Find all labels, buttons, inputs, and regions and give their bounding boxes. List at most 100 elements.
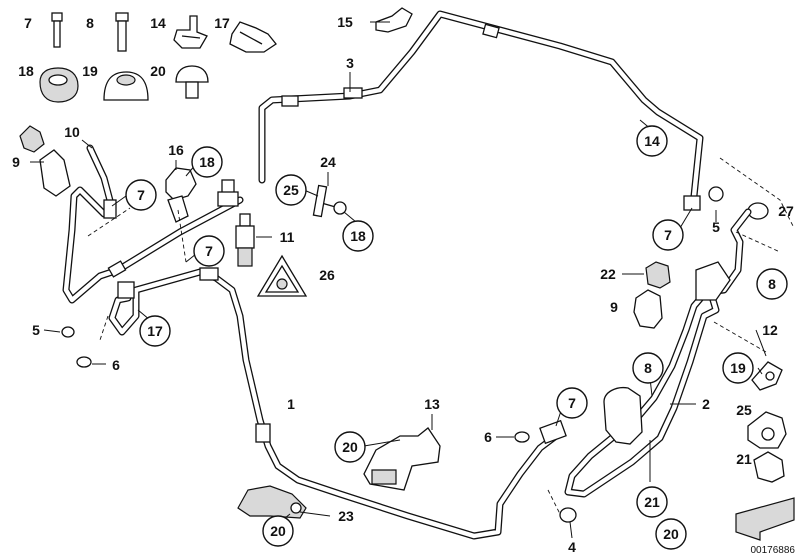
pipe-connector-3c [482,23,500,39]
label-p23: 23 [338,508,354,524]
svg-text:19: 19 [730,360,746,376]
clip-part-14 [173,15,208,49]
callout-c8a: 8 [756,268,788,300]
svg-text:7: 7 [664,227,672,243]
callout-c8b: 8 [632,352,664,384]
label-p15: 15 [337,14,353,30]
label-p21b: 21 [736,451,752,467]
label-p18a: 18 [18,63,34,79]
svg-text:20: 20 [342,439,358,455]
label-p16: 16 [168,142,184,158]
label-p1: 1 [287,396,295,412]
pipe-connector-3b [343,87,363,99]
plain-label-group: 7 8 14 17 18 19 20 15 3 10 9 16 24 11 26… [12,14,794,555]
bracket-part-16 [165,167,197,223]
label-p8a: 8 [86,15,94,31]
ring-part-6b [514,431,530,443]
label-p9b: 9 [610,299,618,315]
muffler-part-2 [603,261,731,445]
callout-c20c: 20 [262,515,294,547]
svg-text:7: 7 [568,395,576,411]
callout-c7c: 7 [652,219,684,251]
label-p2: 2 [702,396,710,412]
label-p7a: 7 [24,15,32,31]
callout-c18b: 18 [342,220,374,252]
svg-text:7: 7 [137,187,145,203]
clip-part-23 [237,485,307,519]
label-p20a: 20 [150,63,166,79]
fitting-part-15 [375,7,413,33]
callout-c7b: 7 [193,235,225,267]
cap-part-9a [19,125,71,197]
label-p25b: 25 [736,402,752,418]
valve-part-top [217,179,239,207]
bolt-part-8 [115,12,129,52]
clip-part-17 [229,21,277,53]
label-p11: 11 [280,229,295,245]
callout-c20b: 20 [655,518,687,550]
pipe-connector-3a [281,95,299,107]
pipe-connector-7 [539,419,567,445]
svg-text:7: 7 [205,243,213,259]
label-p12: 12 [762,322,778,338]
cap-part-22 [645,261,671,289]
svg-text:18: 18 [199,154,215,170]
label-p5b: 5 [712,219,720,235]
callout-c17: 17 [139,315,171,347]
ring-part-5b [708,186,724,202]
label-p19a: 19 [82,63,98,79]
clip-part-19 [751,361,783,391]
pipe-end-connector [683,195,701,211]
clip-part-21 [753,451,785,483]
pipe-connector-1b [255,423,271,443]
label-p3: 3 [346,55,354,71]
svg-text:8: 8 [644,360,652,376]
label-p13: 13 [424,396,440,412]
pipe-connector-1a [199,267,219,281]
label-p24: 24 [320,154,336,170]
ring-part-6a [76,356,92,368]
warning-label-part-26 [256,254,308,297]
svg-text:21: 21 [644,494,660,510]
svg-text:14: 14 [644,133,660,149]
ring-part-4 [559,507,577,523]
plug-part-20 [175,65,209,99]
callout-c7a: 7 [125,179,157,211]
callout-group: 14 18 7 25 18 7 17 7 8 19 8 7 20 21 20 2… [125,125,788,550]
sensor-part-11 [235,213,255,267]
grommet-part-18 [39,67,79,103]
svg-text:17: 17 [147,323,163,339]
label-p4: 4 [568,539,576,555]
label-p22: 22 [600,266,616,282]
label-p6a: 6 [112,357,120,373]
bolt-part-24 [312,184,347,218]
bracket-part-13 [363,427,441,491]
callout-c20a: 20 [334,431,366,463]
callout-c14a: 14 [636,125,668,157]
label-p5a: 5 [32,322,40,338]
callout-c7d: 7 [556,387,588,419]
label-p17a: 17 [214,15,230,31]
svg-text:8: 8 [768,276,776,292]
label-p14a: 14 [150,15,166,31]
callout-c19: 19 [722,352,754,384]
label-p10: 10 [64,124,80,140]
svg-text:18: 18 [350,228,366,244]
reference-number: 00176886 [751,545,796,556]
pipe-connector-left [107,260,127,278]
label-p27: 27 [778,203,794,219]
bolt-part-7 [51,12,63,48]
fitting-left-lower [117,281,135,299]
svg-text:25: 25 [283,182,299,198]
label-p6b: 6 [484,429,492,445]
callout-c18a: 18 [191,146,223,178]
cap-part-9b [633,289,663,329]
callout-c25: 25 [275,174,307,206]
svg-text:20: 20 [270,523,286,539]
label-p26: 26 [319,267,335,283]
label-p9a: 9 [12,154,20,170]
arrow-icon [735,497,795,541]
clamp-part-25 [747,411,787,449]
pipe-connector-10 [103,199,117,219]
